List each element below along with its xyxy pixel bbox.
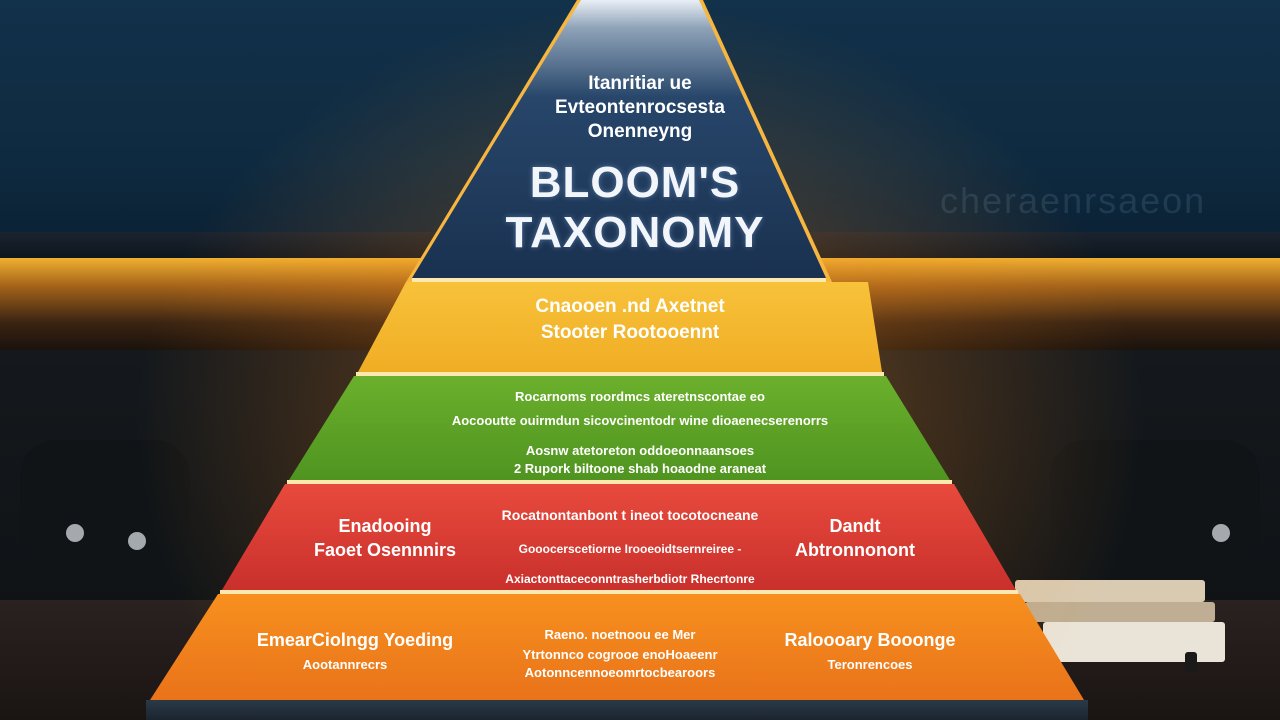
chair-left-highlight xyxy=(128,532,146,550)
apex-subtitle-line: Evteontenrocsesta xyxy=(554,97,725,118)
tier-separator xyxy=(356,372,884,376)
tier-yellow-label: Stooter Rootooennt xyxy=(540,322,720,343)
pyramid-title: BLOOM'S xyxy=(529,158,741,207)
tier-green-text: 2 Rupork biltoone shab hoaodne araneat xyxy=(513,461,767,476)
pyramid-base xyxy=(146,700,1088,720)
book xyxy=(1043,622,1225,662)
tier-red-center-text: Rocatnontanbont t ineot tocotocneane xyxy=(501,507,759,523)
tier-orange-left-label: EmearCiolngg Yoeding xyxy=(256,630,454,650)
tier-green-text: Rocarnoms roordmcs ateretnscontae eo xyxy=(515,389,765,404)
tier-yellow-label: Cnaooen .nd Axetnet xyxy=(535,296,725,317)
apex-subtitle-line: Onenneyng xyxy=(587,121,693,142)
pen xyxy=(1185,652,1197,672)
pyramid-tier-orange xyxy=(150,594,1084,700)
chair-left-highlight xyxy=(66,524,84,542)
tier-separator xyxy=(220,590,1018,594)
pyramid-tier-yellow xyxy=(358,282,882,372)
book xyxy=(1015,580,1205,602)
chair-right xyxy=(1050,440,1260,590)
chair-right-highlight xyxy=(1212,524,1230,542)
tier-green-text: Aocooutte ouirmdun sicovcinentodr wine d… xyxy=(451,413,829,428)
pyramid-tier-red xyxy=(222,484,1016,590)
tier-separator xyxy=(412,278,826,282)
pyramid-title: TAXONOMY xyxy=(505,208,765,257)
book xyxy=(1025,602,1215,622)
tier-red-right-label: Dandt xyxy=(829,516,881,536)
pyramid-tier-green xyxy=(289,376,950,480)
board-blurred-text: cheraenrsaeon xyxy=(940,180,1207,221)
tier-orange-left-sublabel: Aootannrecrs xyxy=(302,657,388,672)
chair-left xyxy=(20,440,190,590)
tier-green-text: Aosnw atetoreton oddoeonnaansoes xyxy=(525,443,755,458)
tier-red-center-text: Axiactonttaceconntrasherbdiotr Rhecrtonr… xyxy=(505,572,755,586)
tier-orange-center-text: Raeno. noetnoou ee Mer xyxy=(544,627,696,642)
tier-orange-right-label: Raloooary Booonge xyxy=(784,630,956,650)
tier-orange-center-text: Aotonncennoeomrtocbearoors xyxy=(524,665,716,680)
tier-separator xyxy=(287,480,952,484)
book-stack xyxy=(1015,572,1225,672)
tier-red-left-label: Enadooing xyxy=(338,516,432,536)
apex-subtitle-line: Itanritiar ue xyxy=(588,73,692,94)
tier-red-center-text: Gooocerscetiorne Irooeoidtsernreiree - xyxy=(518,542,742,556)
tier-orange-right-sublabel: Teronrencoes xyxy=(827,657,913,672)
tier-red-right-label: Abtronnonont xyxy=(795,540,915,560)
tier-orange-center-text: Ytrtonnco cogrooe enoHoaeenr xyxy=(522,647,718,662)
tier-red-left-label: Faoet Osennnirs xyxy=(313,540,457,560)
